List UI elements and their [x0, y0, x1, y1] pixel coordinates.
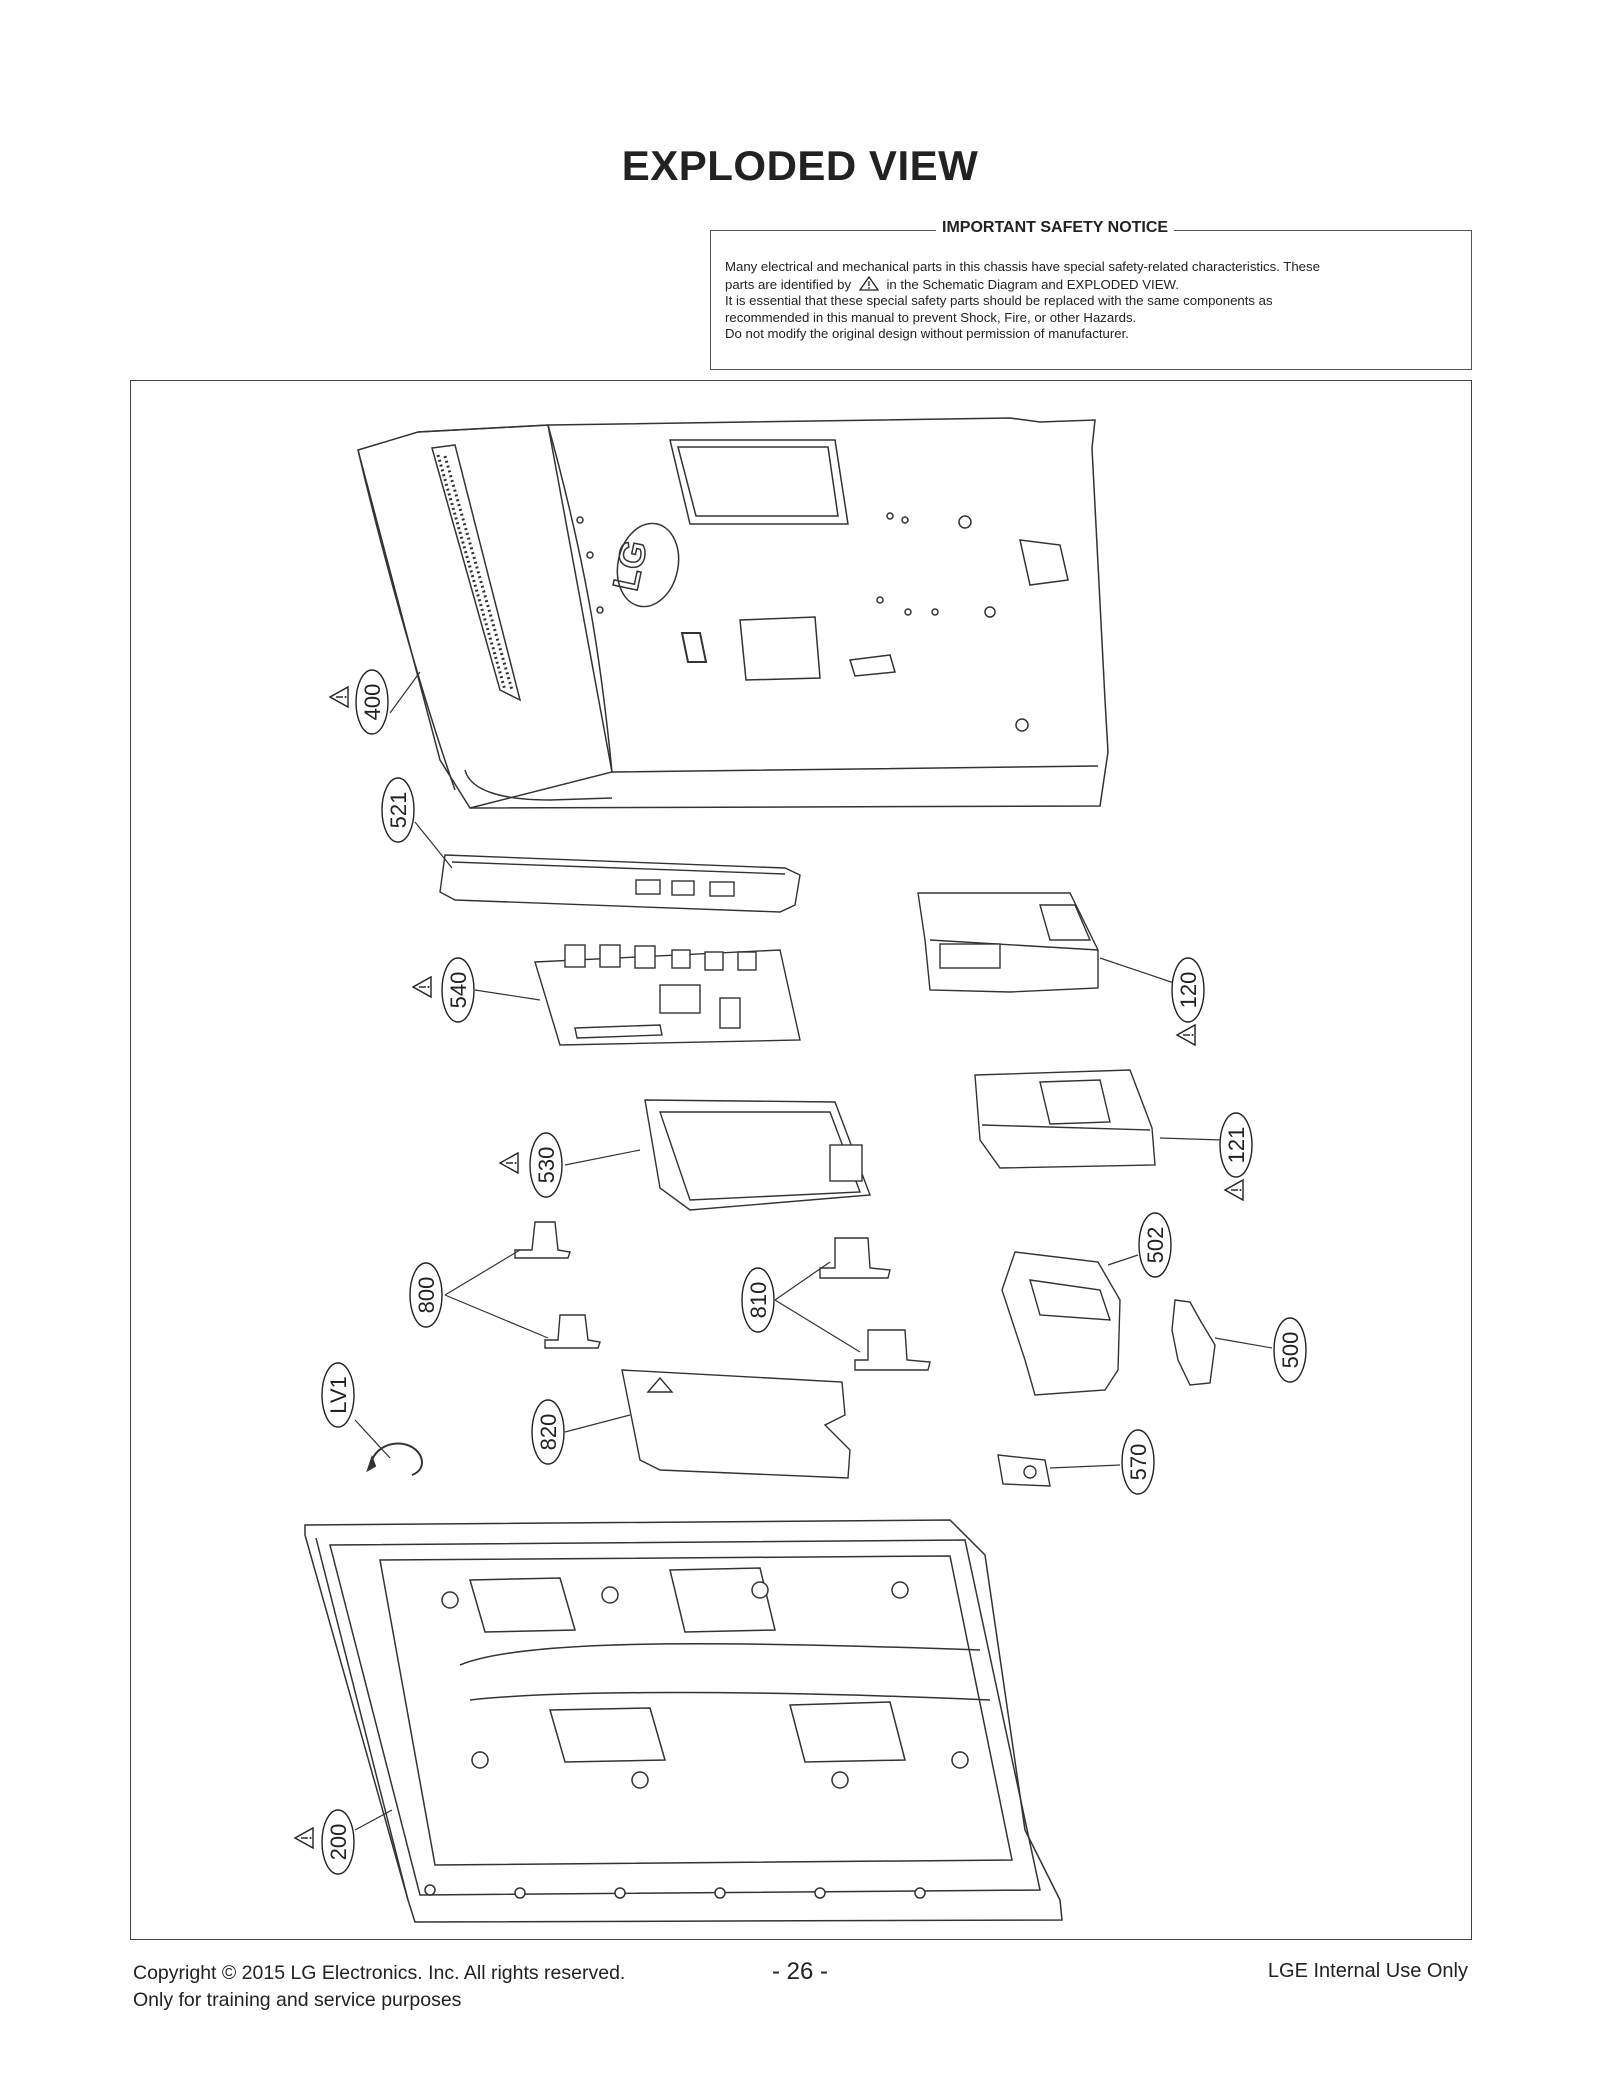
part-lv1-cable — [366, 1442, 423, 1476]
notice-line-2: parts are identified by in the Schematic… — [725, 275, 1179, 292]
part-521-bracket — [439, 854, 801, 913]
warning-triangle-icon — [858, 275, 880, 291]
part-number-200: 200 — [326, 1824, 351, 1861]
part-number-121: 121 — [1224, 1127, 1249, 1164]
page-title: EXPLODED VIEW — [621, 142, 979, 189]
part-200-panel — [304, 1519, 1063, 1923]
diagram-frame — [130, 380, 1472, 1940]
callout-521: 521 — [381, 777, 453, 869]
callout-800: 800 — [409, 1249, 549, 1339]
callout-820: 820 — [531, 1399, 631, 1465]
callout-400: 400 — [329, 669, 421, 735]
part-570-board — [997, 1454, 1051, 1487]
callout-lv1: LV1 — [321, 1362, 391, 1459]
warning-triangle-icon — [1224, 1179, 1244, 1201]
internal-use-text: LGE Internal Use Only — [1267, 1960, 1468, 1982]
training-text: Only for training and service purposes — [133, 1989, 462, 2011]
part-number-lv1: LV1 — [326, 1376, 351, 1414]
part-number-502: 502 — [1143, 1227, 1168, 1264]
part-120-speaker — [917, 892, 1099, 993]
warning-triangle-icon — [1176, 1024, 1196, 1046]
notice-line-1: Many electrical and mechanical parts in … — [725, 259, 1320, 274]
part-400-back-cover: LG — [357, 417, 1109, 809]
callout-570: 570 — [1049, 1429, 1155, 1495]
callout-120: 120 — [1099, 957, 1205, 1046]
warning-triangle-icon — [329, 686, 349, 708]
notice-line-5: Do not modify the original design withou… — [725, 326, 1129, 341]
callout-500: 500 — [1214, 1317, 1307, 1383]
part-number-540: 540 — [446, 972, 471, 1009]
page-number: - 26 - — [771, 1958, 828, 1985]
part-820-sheet — [621, 1369, 851, 1479]
safety-notice-box: IMPORTANT SAFETY NOTICE Many electrical … — [710, 219, 1472, 370]
warning-triangle-icon — [412, 976, 432, 998]
footer-left: Copyright © 2015 LG Electronics. Inc. Al… — [133, 1960, 625, 2014]
part-540-main-board — [534, 944, 801, 1046]
part-500-control — [1171, 1299, 1216, 1386]
part-502-bracket — [1001, 1251, 1121, 1396]
callout-540: 540 — [412, 957, 541, 1023]
warning-triangle-icon — [499, 1152, 519, 1174]
part-number-570: 570 — [1126, 1444, 1151, 1481]
part-number-810: 810 — [746, 1282, 771, 1319]
part-121-speaker — [974, 1069, 1156, 1169]
part-number-521: 521 — [386, 792, 411, 829]
safety-notice-body: Many electrical and mechanical parts in … — [725, 259, 1457, 343]
notice-line-3: It is essential that these special safet… — [725, 293, 1273, 308]
notice-line-4: recommended in this manual to prevent Sh… — [725, 309, 1137, 325]
callout-121: 121 — [1159, 1112, 1253, 1201]
safety-notice-title: IMPORTANT SAFETY NOTICE — [936, 219, 1175, 237]
part-number-120: 120 — [1176, 972, 1201, 1009]
part-530-power-board — [644, 1099, 871, 1211]
part-800-brackets — [514, 1221, 601, 1349]
part-number-820: 820 — [536, 1414, 561, 1451]
part-810-brackets — [819, 1237, 931, 1371]
callout-502: 502 — [1107, 1212, 1172, 1278]
callout-530: 530 — [499, 1132, 641, 1198]
part-number-400: 400 — [360, 684, 385, 721]
callout-200: 200 — [294, 1809, 393, 1875]
part-number-800: 800 — [414, 1277, 439, 1314]
copyright-text: Copyright © 2015 LG Electronics. Inc. Al… — [133, 1962, 626, 1984]
callout-810: 810 — [741, 1261, 861, 1353]
part-number-500: 500 — [1278, 1332, 1303, 1369]
warning-triangle-icon — [294, 1827, 314, 1849]
part-number-530: 530 — [534, 1147, 559, 1184]
